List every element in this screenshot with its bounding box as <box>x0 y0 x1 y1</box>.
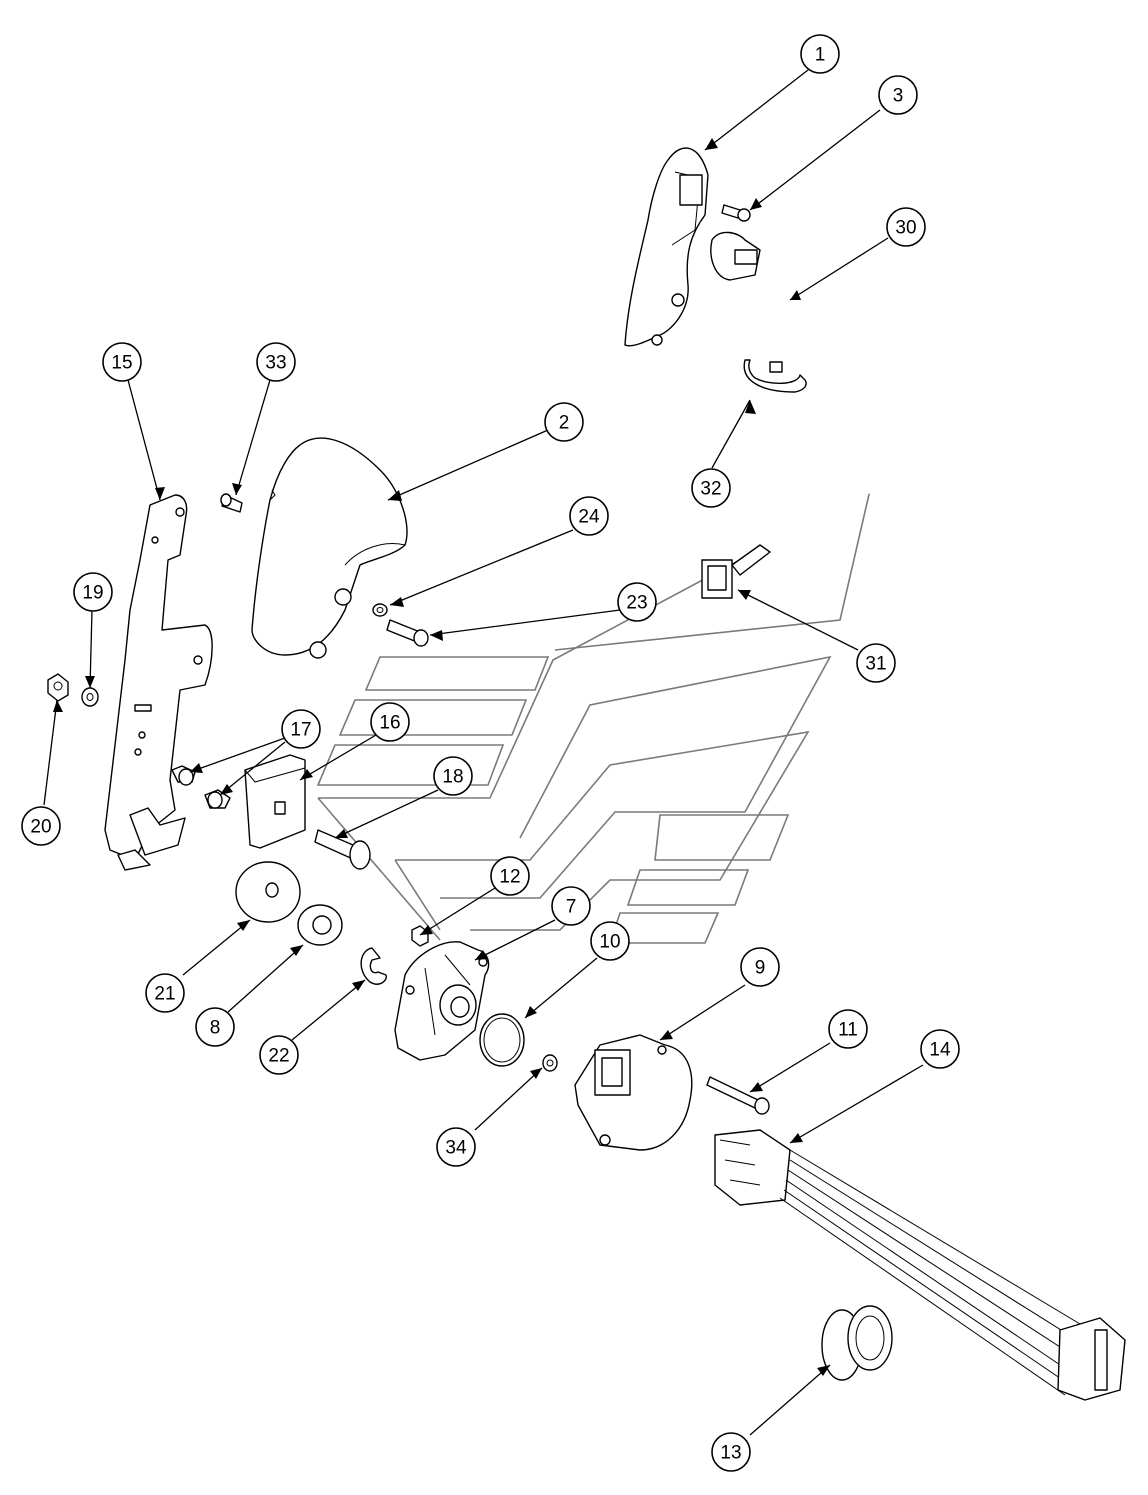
callout-34: 34 <box>436 1127 476 1167</box>
callout-19: 19 <box>73 572 113 612</box>
svg-text:24: 24 <box>578 507 600 528</box>
callout-balloons: 1 2 3 7 8 9 10 11 12 13 14 15 16 17 18 1… <box>21 34 960 1472</box>
callout-31: 31 <box>856 643 896 683</box>
part-connector-31 <box>701 544 771 599</box>
svg-text:32: 32 <box>700 479 721 500</box>
svg-text:1: 1 <box>815 45 826 66</box>
callout-12: 12 <box>490 856 530 896</box>
part-sensor-body <box>574 1034 693 1151</box>
part-screw-3 <box>721 204 751 222</box>
part-bracket-plate <box>104 494 213 871</box>
part-handle <box>624 147 709 347</box>
leader-arrowheads <box>53 138 830 1376</box>
svg-text:21: 21 <box>154 984 175 1005</box>
part-wire-harness <box>714 1129 1126 1401</box>
svg-text:33: 33 <box>265 353 286 374</box>
part-washer-19 <box>81 687 99 707</box>
callout-17: 17 <box>281 709 321 749</box>
callout-13: 13 <box>711 1432 751 1472</box>
callout-10: 10 <box>590 921 630 961</box>
part-pin-18 <box>314 829 371 870</box>
part-washer-24 <box>372 603 388 617</box>
svg-text:22: 22 <box>268 1046 289 1067</box>
part-oring-10 <box>479 1013 525 1067</box>
part-eclip-22 <box>360 947 387 985</box>
part-housing-7 <box>394 941 490 1061</box>
part-bracket-16 <box>244 754 306 849</box>
svg-text:34: 34 <box>445 1138 467 1159</box>
callout-11: 11 <box>828 1009 868 1049</box>
callout-18: 18 <box>433 756 473 796</box>
svg-text:15: 15 <box>111 353 132 374</box>
callout-15: 15 <box>102 342 142 382</box>
callout-22: 22 <box>259 1035 299 1075</box>
callout-8: 8 <box>195 1007 235 1047</box>
svg-text:10: 10 <box>599 932 620 953</box>
svg-text:2: 2 <box>559 413 570 434</box>
part-nut-20 <box>47 673 69 702</box>
callout-21: 21 <box>145 973 185 1013</box>
svg-text:31: 31 <box>865 654 886 675</box>
callout-2: 2 <box>544 402 584 442</box>
part-washer-34 <box>542 1054 558 1072</box>
callout-23: 23 <box>617 582 657 622</box>
svg-text:18: 18 <box>442 767 463 788</box>
callout-16: 16 <box>370 702 410 742</box>
callout-14: 14 <box>920 1029 960 1069</box>
leader-lines <box>43 69 924 1436</box>
part-cable-sensor <box>710 231 910 538</box>
svg-text:12: 12 <box>499 867 520 888</box>
svg-text:16: 16 <box>379 713 400 734</box>
part-cover <box>251 437 408 659</box>
callout-3: 3 <box>878 75 918 115</box>
part-washer-21 <box>235 861 301 923</box>
svg-text:8: 8 <box>210 1018 221 1039</box>
svg-text:11: 11 <box>838 1020 858 1041</box>
svg-text:3: 3 <box>893 86 904 107</box>
part-screw-11 <box>706 1076 770 1115</box>
callout-24: 24 <box>569 496 609 536</box>
part-grommet-13 <box>821 1305 893 1381</box>
part-screw-33 <box>220 493 243 513</box>
callout-32: 32 <box>691 468 731 508</box>
svg-text:23: 23 <box>626 593 647 614</box>
callout-1: 1 <box>800 34 840 74</box>
callout-9: 9 <box>740 947 780 987</box>
callout-30: 30 <box>886 207 926 247</box>
svg-text:13: 13 <box>720 1443 741 1464</box>
callout-7: 7 <box>551 886 591 926</box>
svg-text:9: 9 <box>755 958 766 979</box>
part-clip <box>743 359 807 393</box>
svg-text:19: 19 <box>82 583 103 604</box>
part-washer-8 <box>297 904 343 946</box>
svg-text:20: 20 <box>30 817 51 838</box>
callout-20: 20 <box>21 806 61 846</box>
svg-text:7: 7 <box>566 897 577 918</box>
part-bolt-23 <box>386 619 429 647</box>
svg-text:17: 17 <box>290 720 311 741</box>
svg-text:14: 14 <box>929 1040 951 1061</box>
svg-text:30: 30 <box>895 218 916 239</box>
callout-33: 33 <box>256 342 296 382</box>
part-screws-17 <box>171 765 231 809</box>
